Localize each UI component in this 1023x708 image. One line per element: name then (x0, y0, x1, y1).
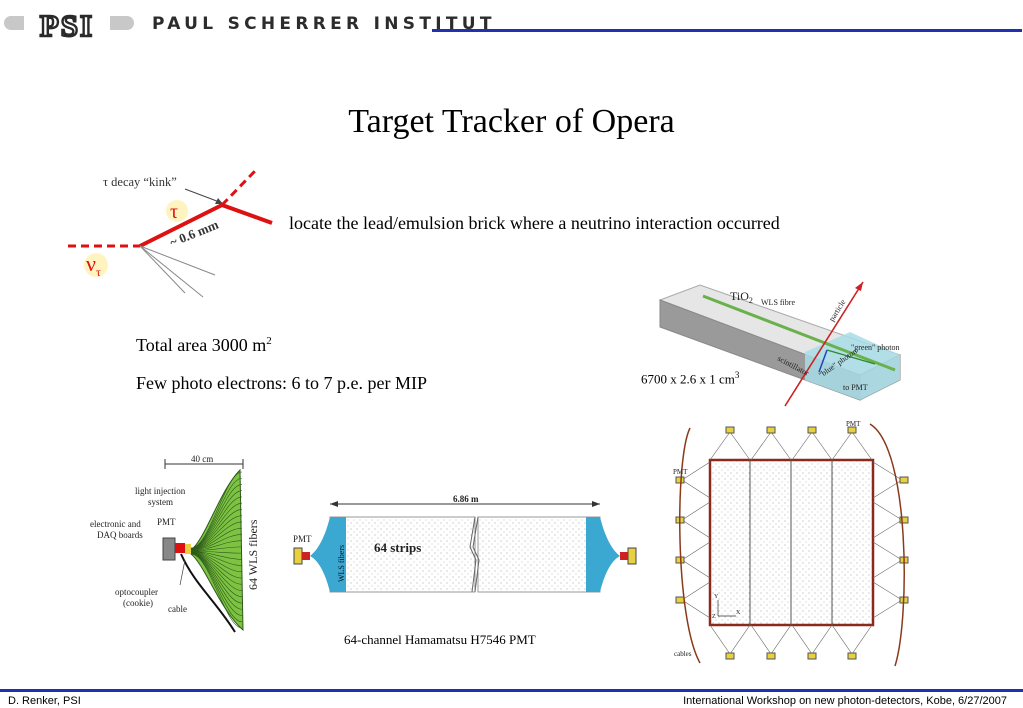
green-photon-label: "green" photon (851, 343, 900, 352)
strips-label: 64 strips (374, 540, 421, 555)
plane-pmt-right-0 (899, 476, 909, 484)
pmt-top-label: PMT (846, 420, 861, 428)
total-area-text: Total area 3000 m (136, 335, 267, 355)
strip-dimensions-sup: 3 (734, 370, 740, 380)
logo-text: PSI (40, 8, 94, 42)
plane-pmt-top-0 (725, 426, 735, 434)
wls-fibers-label: WLS fibers (337, 545, 346, 582)
decay-kink-label: τ decay “kink” (103, 175, 177, 189)
nu-label: ντ (86, 251, 101, 279)
cable-label: cable (168, 604, 187, 614)
axis-x-label: X (736, 610, 741, 616)
plane-pmt-bottom-0 (725, 652, 735, 660)
strip-module-diagram: 6.86 m PMT WLS fibers 64 strips (293, 494, 637, 593)
header-rule (432, 29, 1022, 32)
plane-pmt-top-2 (807, 426, 817, 434)
length-label: 6.86 m (453, 494, 479, 504)
to-pmt-label: to PMT (843, 383, 868, 392)
scintillator-strip-diagram: TiO2 WLS fibre particle "green" photon s… (658, 281, 902, 407)
wls-fibers-label: 64 WLS fibers (246, 519, 260, 590)
cables-label: cables (674, 650, 692, 658)
plane-pmt-left-0 (675, 476, 685, 484)
pmt-caption: 64-channel Hamamatsu H7546 PMT (344, 632, 536, 647)
slide-title: Target Tracker of Opera (348, 103, 675, 140)
axis-z-label: Z (712, 614, 716, 620)
strip-dimensions-text: 6700 x 2.6 x 1 cm (641, 371, 735, 387)
footer-event: International Workshop on new photon-det… (683, 695, 1007, 707)
tau-kink-diagram: τ decay “kink” τ ντ ~ 0.6 mm (68, 169, 273, 298)
photo-electrons: Few photo electrons: 6 to 7 p.e. per MIP (136, 373, 427, 393)
institute-name: PAUL SCHERRER INSTITUT (152, 14, 496, 34)
optocoupler-label: optocoupler(cookie) (115, 587, 158, 608)
module-pmt-label: PMT (293, 534, 312, 544)
pmt-left-label: PMT (673, 468, 688, 476)
strip-dimensions: 6700 x 2.6 x 1 cm3 (641, 370, 739, 387)
total-area-sup: 2 (266, 335, 272, 347)
wls-fibre-label: WLS fibre (761, 298, 795, 307)
plane-pmt-bottom-1 (766, 652, 776, 660)
tau-label: τ (170, 201, 178, 223)
plane-pmt-left-3 (675, 596, 685, 604)
psi-logo: PSI (4, 7, 134, 42)
pmt-label: PMT (157, 517, 176, 527)
width-label: 40 cm (191, 454, 213, 464)
plane-pmt-bottom-2 (807, 652, 817, 660)
plane-pmt-top-3 (847, 426, 857, 434)
plane-pmt-bottom-3 (847, 652, 857, 660)
plane-pmt-right-1 (899, 516, 909, 524)
footer-author: D. Renker, PSI (8, 695, 81, 707)
plane-readout-diagram: PMT PMT cables Y Z X (673, 420, 909, 667)
axis-y-label: Y (714, 594, 719, 600)
footer-rule (0, 689, 1023, 692)
locate-text: locate the lead/emulsion brick where a n… (289, 213, 780, 233)
tio2-label: TiO2 (730, 289, 753, 305)
total-area: Total area 3000 m2 (136, 335, 272, 356)
plane-pmt-top-1 (766, 426, 776, 434)
